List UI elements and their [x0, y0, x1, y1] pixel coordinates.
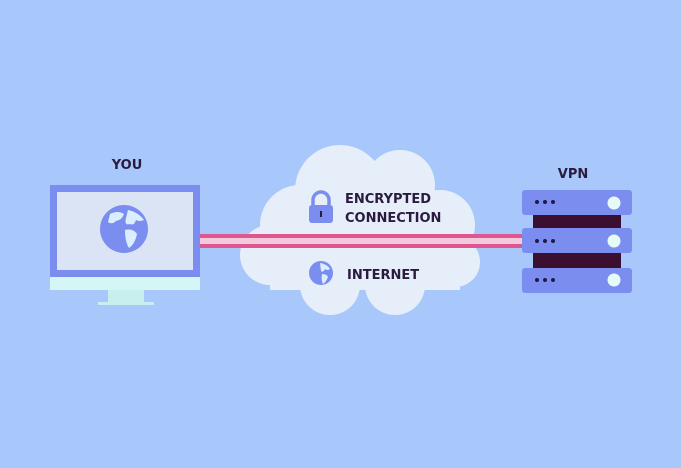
server-unit — [522, 268, 632, 293]
internet-cloud — [240, 145, 480, 315]
encrypted-label-line2: CONNECTION — [345, 211, 441, 226]
monitor-icon — [50, 185, 200, 305]
server-unit — [522, 228, 632, 253]
globe-icon — [100, 205, 148, 253]
you-label: YOU — [111, 158, 143, 173]
lock-icon — [309, 190, 333, 223]
encrypted-tunnel — [198, 234, 526, 248]
encrypted-label-line1: ENCRYPTED — [345, 192, 431, 207]
server-unit — [522, 190, 632, 215]
globe-icon — [309, 261, 333, 285]
server-icon — [522, 190, 632, 293]
internet-label: INTERNET — [347, 268, 419, 283]
vpn-label: VPN — [558, 167, 588, 182]
